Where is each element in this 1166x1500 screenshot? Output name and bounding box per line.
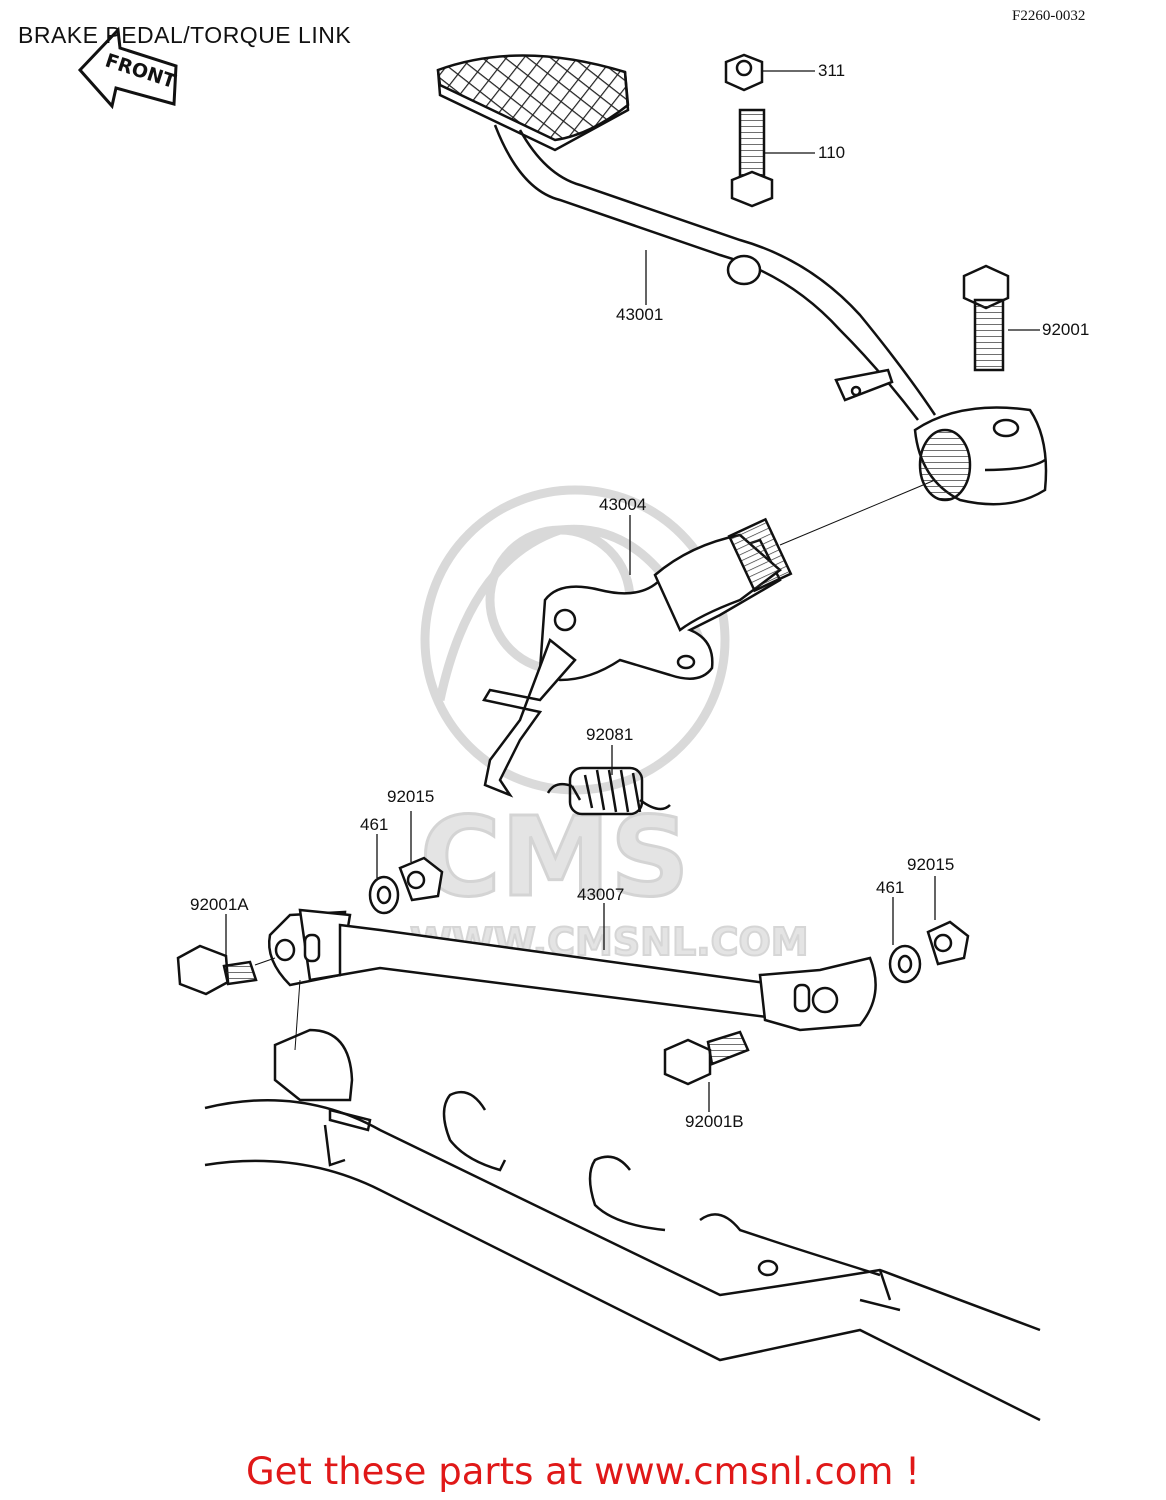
part-label-311[interactable]: 311 [818,61,846,80]
washer-461-right [888,944,922,984]
part-label-461-right[interactable]: 461 [876,878,905,897]
bolt-110 [730,108,774,208]
leader-lines [225,70,1040,1112]
nut-311 [724,53,764,92]
bolt-92001A [176,944,258,996]
watermark-logo: CMS [420,793,689,921]
diagram-title: BRAKE PEDAL/TORQUE LINK [18,22,352,48]
swing-arm [204,1028,1041,1422]
torque-link-43007 [267,908,877,1032]
washer-461-left [368,875,400,915]
get-parts-link[interactable]: Get these parts at www.cmsnl.com ! [245,1450,920,1493]
brake-shaft-43004 [482,517,793,798]
diagram-code: F2260-0032 [1012,8,1086,24]
spring-92081 [546,766,671,816]
part-label-92001B[interactable]: 92001B [685,1112,744,1131]
brake-pedal-43001 [436,54,1048,506]
part-label-110[interactable]: 110 [818,143,846,162]
bolt-92001 [962,264,1010,372]
part-label-43001[interactable]: 43001 [616,305,664,324]
part-label-92081[interactable]: 92081 [586,725,634,744]
part-label-92001A[interactable]: 92001A [190,895,249,914]
nut-92015-right [926,920,970,966]
part-label-43007[interactable]: 43007 [577,885,625,904]
part-label-461-left[interactable]: 461 [360,815,389,834]
front-arrow-icon: FRONT [77,26,178,110]
bolt-92001B [663,1030,750,1086]
part-label-43004[interactable]: 43004 [599,495,647,514]
part-label-92015-left[interactable]: 92015 [387,787,435,806]
part-label-92015-right[interactable]: 92015 [907,855,955,874]
nut-92015-left [398,856,444,902]
part-label-92001[interactable]: 92001 [1042,320,1090,339]
